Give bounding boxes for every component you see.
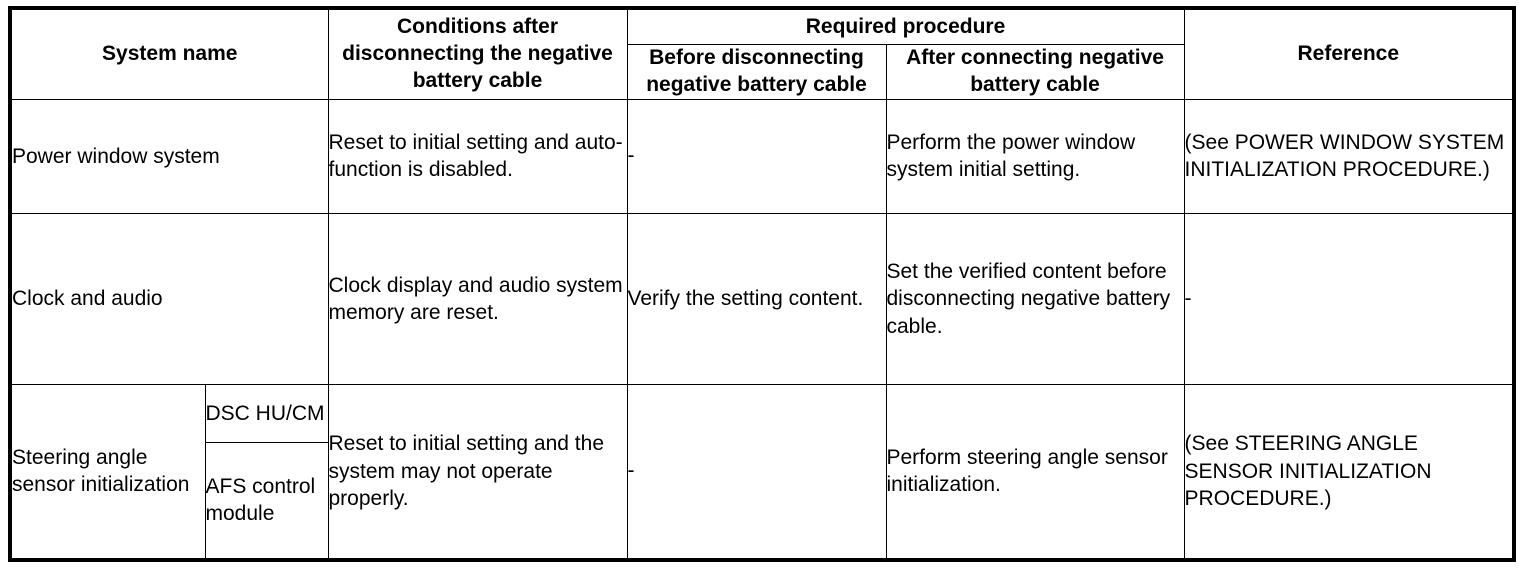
header-after-connecting: After connecting negative battery cable bbox=[885, 44, 1185, 100]
cell-before: - bbox=[626, 98, 887, 215]
cell-system-name: Power window system bbox=[9, 98, 329, 215]
cell-conditions: Reset to initial setting and the system … bbox=[327, 383, 628, 561]
header-conditions: Conditions after disconnecting the negat… bbox=[327, 7, 628, 100]
cell-reference: - bbox=[1183, 213, 1515, 385]
header-reference: Reference bbox=[1183, 7, 1515, 100]
cell-before: - bbox=[626, 383, 887, 561]
header-row-sub: Before disconnecting negative battery ca… bbox=[10, 44, 1514, 100]
header-row-group: System name Conditions after disconnecti… bbox=[9, 7, 1515, 100]
header-before-disconnecting: Before disconnecting negative battery ca… bbox=[626, 44, 887, 100]
cell-after: Set the verified content before disconne… bbox=[885, 213, 1185, 385]
cell-after: Perform the power window system initial … bbox=[885, 98, 1185, 215]
table-row: Steering angle sensor initialization DSC… bbox=[9, 383, 1515, 561]
cell-before: Verify the setting content. bbox=[626, 213, 887, 385]
battery-disconnect-table: System name Conditions after disconnecti… bbox=[8, 6, 1517, 562]
table-row: Power window system Reset to initial set… bbox=[9, 98, 1515, 215]
table-row: AFS control module bbox=[10, 441, 1514, 561]
cell-after: Perform steering angle sensor initializa… bbox=[885, 383, 1185, 561]
cell-system-name: Steering angle sensor initialization bbox=[9, 383, 206, 561]
cell-subsystem-dsc-hu-cm: DSC HU/CM bbox=[204, 383, 329, 443]
table-head: System name Conditions after disconnecti… bbox=[9, 7, 1515, 100]
header-required-procedure: Required procedure bbox=[626, 7, 1185, 45]
cell-subsystem-afs-control-module: AFS control module bbox=[204, 441, 329, 561]
cell-reference: (See POWER WINDOW SYSTEM INITIALIZATION … bbox=[1183, 98, 1515, 215]
cell-system-name: Clock and audio bbox=[9, 213, 329, 385]
cell-conditions: Reset to initial setting and auto-functi… bbox=[327, 98, 628, 215]
table-body: Power window system Reset to initial set… bbox=[9, 98, 1515, 561]
cell-reference: (See STEERING ANGLE SENSOR INITIALIZATIO… bbox=[1183, 383, 1515, 561]
cell-conditions: Clock display and audio system memory ar… bbox=[327, 213, 628, 385]
header-system-name: System name bbox=[9, 7, 329, 100]
table-row: Clock and audio Clock display and audio … bbox=[9, 213, 1515, 385]
